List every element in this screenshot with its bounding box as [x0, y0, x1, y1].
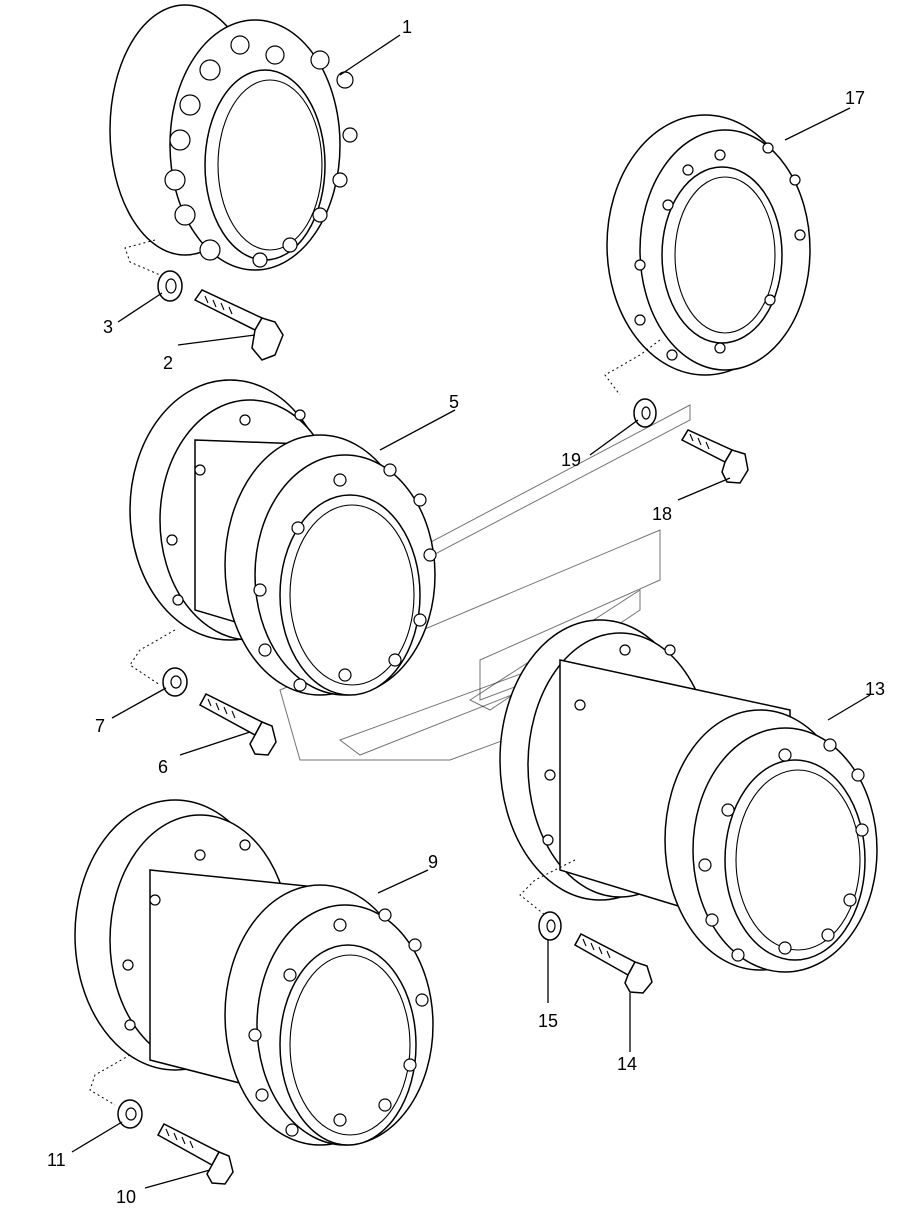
callout-1: 1 — [402, 17, 412, 37]
callout-17: 17 — [845, 88, 865, 108]
part-15-washer — [538, 911, 562, 941]
callout-2: 2 — [163, 353, 173, 373]
part-1-lugs — [164, 35, 358, 268]
callout-15: 15 — [538, 1011, 558, 1031]
callout-14: 14 — [617, 1054, 637, 1074]
callout-13: 13 — [865, 679, 885, 699]
part-11-washer — [117, 1099, 143, 1129]
callout-3: 3 — [103, 317, 113, 337]
part-1-coupling-ring — [109, 4, 358, 276]
part-7-washer — [162, 667, 188, 697]
part-14-bolt — [573, 932, 653, 994]
part-5-spacer — [129, 379, 437, 696]
part-18-bolt — [680, 429, 749, 484]
callout-11: 11 — [47, 1150, 66, 1170]
part-19-washer — [633, 398, 657, 428]
part-6-bolt — [198, 693, 277, 756]
part-9-spacer — [74, 799, 434, 1146]
callout-18: 18 — [652, 504, 672, 524]
part-3-washer — [157, 270, 183, 302]
part-2-bolt — [193, 289, 284, 361]
callout-5: 5 — [449, 392, 459, 412]
leader-lines — [71, 34, 871, 1189]
callout-19: 19 — [561, 450, 581, 470]
callout-7: 7 — [95, 716, 105, 736]
part-13-long-spacer — [499, 619, 878, 973]
part-17-bolt-holes — [634, 142, 806, 361]
callout-labels: 1 2 3 5 6 7 9 10 11 13 14 15 17 18 19 — [47, 17, 885, 1207]
part-10-bolt — [156, 1123, 234, 1185]
callout-9: 9 — [428, 852, 438, 872]
part-17-flange-ring — [604, 114, 811, 396]
part-13-bolt-holes — [542, 644, 869, 962]
callout-10: 10 — [116, 1187, 136, 1207]
callout-6: 6 — [158, 757, 168, 777]
part-5-bolt-holes — [166, 409, 437, 692]
part-9-bolt-holes — [122, 839, 429, 1137]
